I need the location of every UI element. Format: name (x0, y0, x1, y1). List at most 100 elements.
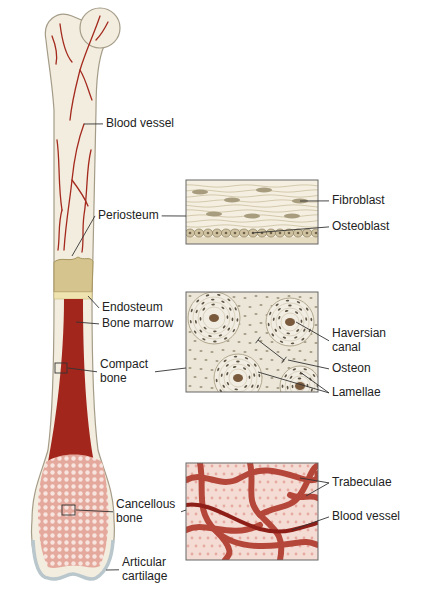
lacuna (259, 304, 262, 306)
lacuna (254, 331, 257, 333)
inset-frame (186, 292, 318, 392)
lacuna (210, 369, 213, 371)
part-label: Blood vessel (106, 117, 174, 131)
marrow-cell (187, 465, 190, 468)
marrow-cell (231, 489, 234, 492)
marrow-cell (211, 465, 214, 468)
marrow-cell (283, 513, 286, 516)
lacuna (287, 295, 290, 297)
leader-line (68, 368, 97, 372)
lacuna (270, 377, 273, 379)
lacuna (243, 351, 246, 353)
marrow-cell (263, 553, 266, 556)
marrow-cell (215, 505, 218, 508)
part-label: Endosteum (102, 301, 163, 315)
marrow-cell (231, 521, 234, 524)
marrow-cell (223, 489, 226, 492)
marrow-cell (203, 545, 206, 548)
leader-line (84, 123, 103, 124)
marrow-cell (275, 481, 278, 484)
part-label: Osteoblast (332, 220, 389, 234)
marrow-cell (283, 481, 286, 484)
marrow-cell (243, 513, 246, 516)
periosteum-layer (54, 257, 93, 292)
lacuna (259, 322, 262, 324)
osteoblast-cell (212, 229, 221, 237)
collagen-fiber (186, 185, 318, 187)
lacuna (204, 377, 207, 379)
marrow-cell (279, 489, 282, 492)
lacuna (237, 341, 240, 343)
lacuna (303, 359, 306, 361)
marrow-cell (271, 537, 274, 540)
leader-line (306, 483, 329, 496)
osteon (266, 298, 314, 346)
bone-marrow (48, 299, 94, 462)
marrow-cell (295, 537, 298, 540)
marrow-cell (199, 553, 202, 556)
femur-outline (32, 14, 115, 579)
marrow-cell (247, 505, 250, 508)
part-label: Haversian canal (332, 327, 394, 355)
lacuna (188, 349, 191, 351)
osteoblast-cell (257, 229, 266, 237)
collagen-fiber (186, 205, 318, 208)
part-label: Trabeculae (332, 476, 392, 490)
marrow-cell (311, 553, 314, 556)
marrow-cell (263, 537, 266, 540)
inset-frame (186, 463, 318, 560)
marrow-cell (223, 521, 226, 524)
lacuna (270, 359, 273, 361)
marrow-cell (287, 537, 290, 540)
marrow-cell (303, 537, 306, 540)
leader-line (72, 216, 95, 256)
marrow-cell (191, 537, 194, 540)
collagen-fiber (186, 210, 318, 212)
leader-line (76, 510, 113, 512)
marrow-cell (187, 513, 190, 516)
marrow-cell (267, 497, 270, 500)
lacuna (193, 358, 196, 360)
marrow-cell (223, 553, 226, 556)
marrow-cell (259, 481, 262, 484)
marrow-cell (199, 537, 202, 540)
lacuna (314, 306, 317, 308)
marrow-cell (259, 465, 262, 468)
leader-line (300, 200, 329, 201)
marrow-cell (187, 497, 190, 500)
lacuna (248, 306, 251, 308)
marrow-cell (291, 513, 294, 516)
marrow-cell (215, 521, 218, 524)
lacuna (314, 342, 317, 344)
marrow-cell (235, 513, 238, 516)
marrow-cell (207, 473, 210, 476)
fibroblast-cells (192, 188, 308, 219)
lacuna (232, 350, 235, 352)
leader-line (300, 478, 329, 483)
marrow-cell (207, 537, 210, 540)
part-label: Lamellae (332, 386, 381, 400)
lacuna (221, 349, 224, 351)
part-label: Osteon (332, 362, 371, 376)
detail-marker (62, 505, 75, 515)
part-label: Periosteum (98, 209, 159, 223)
detail-marker (55, 363, 67, 373)
marrow-cell (239, 537, 242, 540)
marrow-cell (267, 481, 270, 484)
marrow-cell (295, 489, 298, 492)
marrow-cell (275, 465, 278, 468)
marrow-cell (299, 513, 302, 516)
part-label: Articular cartilage (122, 556, 186, 584)
lacuna (276, 369, 279, 371)
part-label: Compact bone (100, 358, 152, 386)
trabeculae (186, 463, 318, 560)
marrow-cell (195, 497, 198, 500)
marrow-cell (219, 545, 222, 548)
leader-line (258, 372, 329, 393)
articular-cartilage (33, 540, 113, 579)
marrow-cell (243, 465, 246, 468)
marrow-cell (307, 529, 310, 532)
marrow-cell (303, 473, 306, 476)
marrow-cell (231, 505, 234, 508)
lacuna (298, 296, 301, 298)
